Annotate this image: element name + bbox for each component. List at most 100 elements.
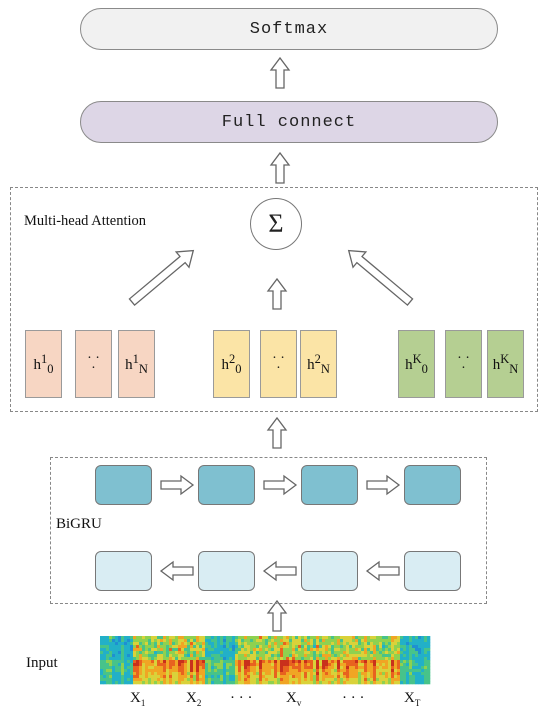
spectrogram-cell — [310, 681, 314, 685]
spectrogram-cell — [136, 669, 140, 673]
spectrogram-cell — [340, 672, 344, 676]
spectrogram-cell — [367, 654, 371, 658]
spectrogram-cell — [238, 639, 242, 643]
spectrogram-cell — [193, 657, 197, 661]
spectrogram-cell — [139, 639, 143, 643]
spectrogram-cell — [172, 675, 176, 679]
spectrogram-cell — [196, 642, 200, 646]
spectrogram-cell — [103, 666, 107, 670]
spectrogram-cell — [400, 672, 404, 676]
spectrogram-cell — [340, 675, 344, 679]
spectrogram-cell — [115, 666, 119, 670]
spectrogram-cell — [223, 636, 227, 640]
spectrogram-cell — [346, 654, 350, 658]
spectrogram-cell — [388, 663, 392, 667]
spectrogram-cell — [394, 648, 398, 652]
spectrogram-cell — [313, 648, 317, 652]
spectrogram-cell — [205, 651, 209, 655]
spectrogram-cell — [235, 636, 239, 640]
head-2-last-label: h2N — [307, 351, 330, 376]
spectrogram-cell — [130, 678, 134, 682]
spectrogram-cell — [289, 645, 293, 649]
spectrogram-cell — [130, 645, 134, 649]
spectrogram-cell — [271, 636, 275, 640]
spectrogram-cell — [352, 672, 356, 676]
spectrogram-cell — [211, 663, 215, 667]
spectrogram-cell — [427, 660, 431, 664]
spectrogram-cell — [217, 642, 221, 646]
spectrogram-cell — [265, 681, 269, 685]
spectrogram-cell — [241, 666, 245, 670]
spectrogram-cell — [343, 654, 347, 658]
spectrogram-cell — [145, 681, 149, 685]
spectrogram-cell — [424, 639, 428, 643]
spectrogram-cell — [310, 654, 314, 658]
spectrogram-cell — [421, 654, 425, 658]
spectrogram-cell — [178, 657, 182, 661]
spectrogram-cell — [154, 642, 158, 646]
spectrogram-cell — [169, 678, 173, 682]
spectrogram-cell — [115, 654, 119, 658]
spectrogram-cell — [139, 666, 143, 670]
spectrogram-cell — [256, 660, 260, 664]
spectrogram-cell — [391, 663, 395, 667]
spectrogram-cell — [244, 645, 248, 649]
spectrogram-cell — [106, 636, 110, 640]
spectrogram-cell — [301, 642, 305, 646]
spectrogram-cell — [385, 660, 389, 664]
spectrogram-cell — [355, 645, 359, 649]
spectrogram-cell — [418, 678, 422, 682]
spectrogram-cell — [331, 651, 335, 655]
spectrogram-cell — [262, 681, 266, 685]
spectrogram-cell — [421, 672, 425, 676]
spectrogram-cell — [376, 654, 380, 658]
spectrogram-cell — [142, 669, 146, 673]
spectrogram-cell — [340, 663, 344, 667]
spectrogram-cell — [274, 651, 278, 655]
spectrogram-cell — [241, 654, 245, 658]
spectrogram-cell — [271, 678, 275, 682]
spectrogram-cell — [379, 645, 383, 649]
spectrogram-cell — [373, 678, 377, 682]
arrow-gru-to-attn — [267, 417, 287, 449]
spectrogram-cell — [217, 639, 221, 643]
spectrogram-cell — [382, 669, 386, 673]
spectrogram-cell — [238, 678, 242, 682]
spectrogram-cell — [109, 672, 113, 676]
spectrogram-cell — [427, 654, 431, 658]
spectrogram-cell — [202, 651, 206, 655]
spectrogram-cell — [352, 660, 356, 664]
spectrogram-cell — [307, 636, 311, 640]
spectrogram-cell — [157, 639, 161, 643]
spectrogram-cell — [178, 669, 182, 673]
spectrogram-cell — [298, 642, 302, 646]
spectrogram-cell — [400, 636, 404, 640]
spectrogram-cell — [202, 642, 206, 646]
spectrogram-cell — [421, 675, 425, 679]
spectrogram-cell — [373, 681, 377, 685]
spectrogram-cell — [337, 663, 341, 667]
spectrogram-cell — [301, 681, 305, 685]
spectrogram-cell — [370, 636, 374, 640]
spectrogram-cell — [397, 636, 401, 640]
spectrogram-cell — [169, 639, 173, 643]
spectrogram-cell — [127, 657, 131, 661]
spectrogram-cell — [100, 678, 104, 682]
spectrogram-cell — [358, 672, 362, 676]
spectrogram-cell — [271, 651, 275, 655]
spectrogram-cell — [421, 663, 425, 667]
spectrogram-cell — [406, 663, 410, 667]
spectrogram-cell — [301, 660, 305, 664]
spectrogram-cell — [391, 669, 395, 673]
spectrogram-cell — [271, 675, 275, 679]
spectrogram-cell — [145, 657, 149, 661]
spectrogram-cell — [223, 645, 227, 649]
spectrogram-cell — [178, 681, 182, 685]
spectrogram-cell — [382, 654, 386, 658]
spectrogram-cell — [289, 651, 293, 655]
spectrogram-cell — [274, 648, 278, 652]
spectrogram-cell — [193, 645, 197, 649]
spectrogram-cell — [214, 663, 218, 667]
spectrogram-cell — [169, 660, 173, 664]
spectrogram-cell — [175, 675, 179, 679]
